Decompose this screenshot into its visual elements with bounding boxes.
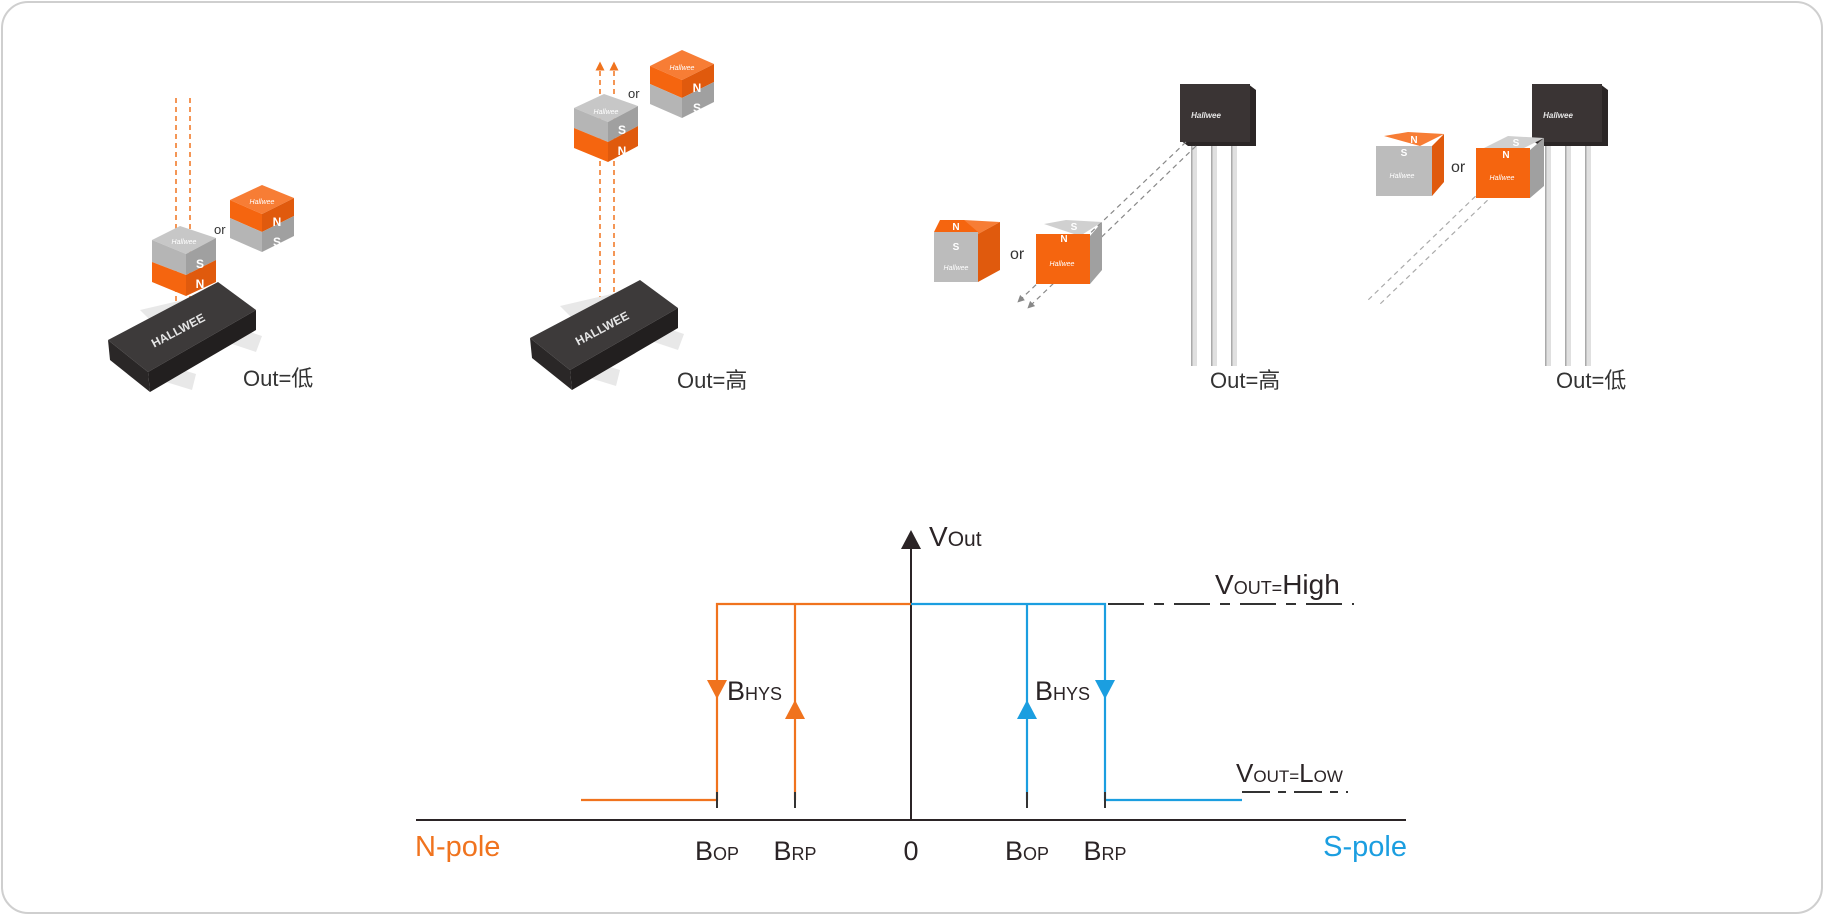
magnet-4-top-letter: N bbox=[1410, 135, 1417, 146]
alt-magnet-3-top-letter: S bbox=[1071, 222, 1078, 233]
s-up-arrow-icon bbox=[1017, 700, 1037, 719]
alt-magnet-4-bottom-letter: N bbox=[1502, 150, 1509, 161]
magnet-3-bottom-letter: S bbox=[953, 242, 960, 253]
n-up-arrow-icon bbox=[785, 700, 805, 719]
to92-brand-1: Hallwee bbox=[1191, 111, 1221, 120]
alt-magnet-4: S N Hallwee bbox=[1476, 136, 1544, 198]
magnet-brand-3: Hallwee bbox=[944, 265, 969, 272]
output-label-3: Out=高 bbox=[1210, 368, 1280, 393]
alt-magnet-1-bottom-letter: S bbox=[273, 235, 281, 249]
n-down-arrow-icon bbox=[707, 680, 727, 699]
alt-magnet-3: S N Hallwee bbox=[1036, 220, 1102, 284]
magnet-3: N S Hallwee bbox=[934, 220, 1000, 282]
hysteresis-graph: VOut VOUT=High VOUT=LOW BHYS BHYS N-pole… bbox=[415, 521, 1407, 866]
y-axis-label: VOut bbox=[929, 521, 982, 552]
magnet-2: Hallwee S N bbox=[574, 94, 638, 162]
magnet-1-bottom-letter: N bbox=[196, 277, 205, 291]
sot23-chip: HALLWEE bbox=[108, 282, 262, 392]
alt-magnet-2-bottom-letter: S bbox=[693, 101, 701, 115]
tick-label-s-brp: BRP bbox=[1083, 836, 1126, 866]
alt-magnet-2-top-letter: N bbox=[693, 81, 702, 95]
alt-magnet-3-bottom-letter: N bbox=[1060, 234, 1067, 245]
scene-sot23-approach: HALLWEE Hallwee S N or Hallwee N S Out=低 bbox=[108, 98, 313, 392]
alt-magnet-2: Hallwee N S bbox=[650, 50, 714, 118]
alt-magnet-1: Hallwee N S bbox=[230, 185, 294, 252]
alt-magnet-4-top-letter: S bbox=[1513, 138, 1520, 149]
magnet-1-top-letter: S bbox=[196, 257, 204, 271]
n-pole-curve bbox=[581, 602, 911, 802]
to92-brand-2: Hallwee bbox=[1543, 111, 1573, 120]
scene-to92-leave: Hallwee N S Hallwee or S N Hallwee Out=高 bbox=[934, 84, 1280, 393]
magnet-brand-2: Hallwee bbox=[594, 109, 619, 116]
or-label-4: or bbox=[1451, 159, 1466, 176]
origin-label: 0 bbox=[903, 836, 918, 866]
magnet-3-top-letter: N bbox=[952, 222, 959, 233]
s-pole-label: S-pole bbox=[1323, 831, 1407, 863]
output-label-4: Out=低 bbox=[1556, 368, 1626, 393]
magnet-1: Hallwee S N bbox=[152, 226, 216, 296]
bhys-label-s: BHYS bbox=[1035, 676, 1090, 706]
tick-label-n-brp: BRP bbox=[773, 836, 816, 866]
magnet-4: N S Hallwee bbox=[1376, 132, 1444, 196]
bhys-label-n: BHYS bbox=[727, 676, 782, 706]
y-axis-arrow-icon bbox=[901, 530, 921, 549]
s-pole-curve bbox=[911, 602, 1242, 802]
tick-label-n-bop: BOP bbox=[695, 836, 739, 866]
to92-chip-2: Hallwee bbox=[1532, 84, 1608, 366]
output-label-1: Out=低 bbox=[243, 366, 313, 391]
magnet-brand-1: Hallwee bbox=[172, 239, 197, 246]
alt-magnet-brand-1: Hallwee bbox=[250, 199, 275, 206]
output-label-2: Out=高 bbox=[677, 368, 747, 393]
magnet-2-top-letter: S bbox=[618, 123, 626, 137]
or-label-1: or bbox=[214, 222, 226, 237]
alt-magnet-brand-4: Hallwee bbox=[1490, 175, 1515, 182]
scene-sot23-leave: HALLWEE Hallwee S N or Hallwee N S Out=高 bbox=[530, 50, 747, 393]
n-pole-label: N-pole bbox=[415, 831, 500, 863]
or-label-3: or bbox=[1010, 246, 1025, 263]
to92-chip-1: Hallwee bbox=[1180, 84, 1256, 366]
alt-magnet-1-top-letter: N bbox=[273, 215, 282, 229]
tick-label-s-bop: BOP bbox=[1005, 836, 1049, 866]
vout-low-label: VOUT=LOW bbox=[1236, 758, 1343, 788]
or-label-2: or bbox=[628, 86, 640, 101]
alt-magnet-brand-3: Hallwee bbox=[1050, 261, 1075, 268]
magnet-4-bottom-letter: S bbox=[1401, 148, 1408, 159]
magnet-2-bottom-letter: N bbox=[618, 144, 627, 158]
vout-high-label: VOUT=High bbox=[1215, 569, 1340, 600]
sot23-chip-2: HALLWEE bbox=[530, 280, 684, 390]
magnet-brand-4: Hallwee bbox=[1390, 173, 1415, 180]
scene-to92-approach: Hallwee N S Hallwee or S N Hallwee Out=低 bbox=[1365, 84, 1626, 393]
s-down-arrow-icon bbox=[1095, 680, 1115, 699]
alt-magnet-brand-2: Hallwee bbox=[670, 65, 695, 72]
